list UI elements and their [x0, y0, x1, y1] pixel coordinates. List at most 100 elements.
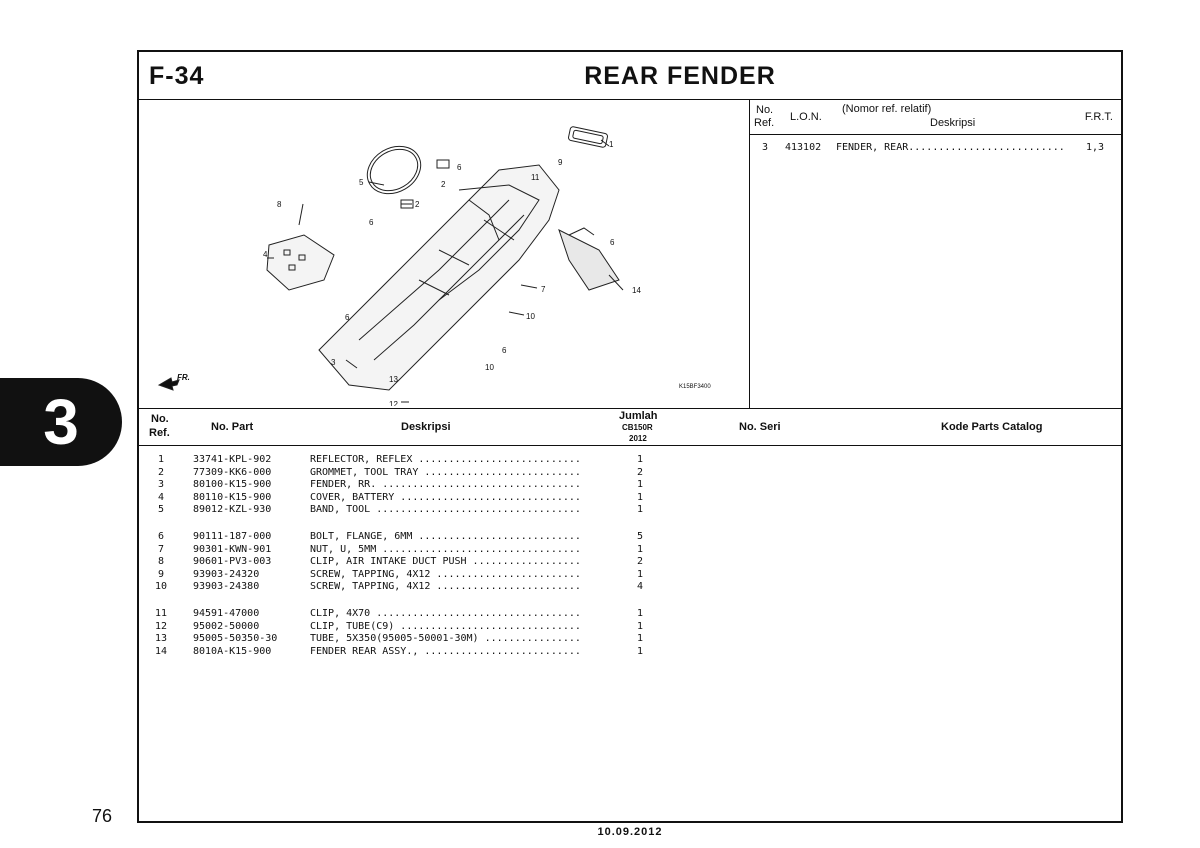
lon-frt-header: F.R.T.: [1084, 111, 1113, 123]
description-cell: CLIP, AIR INTAKE DUCT PUSH .............…: [310, 556, 581, 567]
lon-row-no: 3: [762, 142, 769, 153]
callout-2: 2: [441, 180, 446, 189]
part-number-cell: 90111-187-000: [193, 531, 272, 542]
callout-11: 11: [531, 173, 540, 182]
quantity-cell: 1: [636, 633, 644, 644]
lon-row-lon: 413102: [785, 142, 822, 153]
part-number-cell: 94591-47000: [193, 608, 260, 619]
lon-row-desc: FENDER, REAR..........................: [836, 142, 1065, 153]
quantity-cell: 2: [636, 466, 644, 478]
diagram-code: K15BF3400: [679, 384, 711, 390]
header-model: CB150R: [622, 423, 653, 432]
quantity-cell: 1: [636, 454, 644, 465]
description-cell: NUT, U, 5MM ............................…: [310, 543, 581, 555]
header-desc: Deskripsi: [401, 421, 451, 433]
lon-nomor-header: (Nomor ref. relatif): [842, 103, 932, 115]
callout-2b: 2: [415, 200, 420, 209]
header-no: No.: [151, 413, 169, 425]
ref-cell: 5: [157, 504, 165, 515]
parts-table-header: No. Ref. No. Part Deskripsi Jumlah CB150…: [139, 408, 1121, 446]
callout-14: 14: [632, 286, 641, 295]
part-number-cell: 80100-K15-900: [193, 479, 272, 490]
description-cell: CLIP, 4X70 .............................…: [310, 608, 581, 619]
part-number-cell: 8010A-K15-900: [193, 645, 272, 657]
header-catalog: Kode Parts Catalog: [941, 421, 1043, 433]
callout-12: 12: [389, 400, 398, 406]
page-title: REAR FENDER: [584, 62, 776, 90]
quantity-cell: 2: [636, 556, 644, 567]
callout-6b: 6: [369, 218, 374, 227]
quantity-cell: 1: [636, 620, 644, 632]
quantity-cell: 1: [636, 543, 644, 555]
ref-cell: 7: [157, 543, 165, 555]
header-jumlah: Jumlah: [619, 410, 658, 422]
table-row: 7 90301-KWN-901 NUT, U, 5MM ..............…: [139, 544, 1121, 556]
header-seri: No. Seri: [739, 421, 781, 433]
fr-label: FR.: [177, 373, 190, 382]
part-number-cell: 89012-KZL-930: [193, 504, 272, 515]
quantity-cell: 1: [636, 645, 644, 657]
quantity-cell: 4: [636, 581, 644, 592]
callout-4: 4: [263, 250, 268, 259]
table-row: 14 8010A-K15-900 FENDER REAR ASSY., ......…: [139, 646, 1121, 658]
callout-7: 7: [541, 285, 546, 294]
ref-cell: 2: [157, 466, 165, 478]
lon-row-frt: 1,3: [1086, 142, 1105, 153]
description-cell: FENDER REAR ASSY., .....................…: [310, 645, 581, 657]
callout-5: 5: [359, 178, 364, 187]
lon-desc-header: Deskripsi: [930, 117, 976, 129]
part-number-cell: 93903-24380: [193, 581, 260, 592]
callout-10b: 10: [485, 363, 494, 372]
ref-cell: 9: [157, 568, 165, 580]
table-row: 11 94591-47000 CLIP, 4X70 ................…: [139, 608, 1121, 620]
lon-ref-header: Ref.: [754, 117, 775, 129]
section-code: F-34: [149, 62, 205, 90]
rear-fender-exploded-view: FR. K15BF3400 1 2 2 3 4 5 6 6 6 6 6 7 8 …: [157, 126, 711, 406]
ref-cell: 8: [157, 556, 165, 567]
section-tab: 3: [0, 378, 122, 466]
page-number: 76: [92, 806, 113, 826]
ref-cell: 11: [154, 608, 168, 619]
quantity-cell: 1: [636, 568, 644, 580]
table-row: 5 89012-KZL-930 BAND, TOOL ...............…: [139, 504, 1121, 516]
description-cell: COVER, BATTERY .........................…: [310, 491, 581, 503]
description-cell: SCREW, TAPPING, 4X12 ...................…: [310, 581, 581, 592]
callout-6c: 6: [345, 313, 350, 322]
lon-lon-header: L.O.N.: [790, 111, 822, 123]
part-number-cell: 80110-K15-900: [193, 491, 272, 503]
callout-1: 1: [609, 140, 614, 149]
description-cell: CLIP, TUBE(C9) .........................…: [310, 620, 581, 632]
callout-13: 13: [389, 375, 398, 384]
description-cell: BOLT, FLANGE, 6MM ......................…: [310, 531, 581, 542]
lon-no-header: No.: [756, 104, 774, 116]
ref-cell: 14: [154, 645, 168, 657]
parts-page-frame: F-34 REAR FENDER: [137, 50, 1123, 823]
quantity-cell: 1: [636, 491, 644, 503]
header-year: 2012: [629, 434, 647, 443]
header-ref: Ref.: [149, 427, 170, 439]
ref-cell: 1: [157, 454, 165, 465]
callout-8: 8: [277, 200, 282, 209]
part-number-cell: 95002-50000: [193, 620, 260, 632]
part-number-cell: 95005-50350-30: [193, 633, 278, 644]
description-cell: GROMMET, TOOL TRAY .....................…: [310, 466, 581, 478]
page-header: F-34 REAR FENDER: [139, 52, 1121, 100]
quantity-cell: 5: [636, 531, 644, 542]
lon-table: No. Ref. L.O.N. (Nomor ref. relatif) Des…: [750, 100, 1121, 408]
description-cell: SCREW, TAPPING, 4X12 ...................…: [310, 568, 581, 580]
part-number-cell: 77309-KK6-000: [193, 466, 272, 478]
ref-cell: 3: [157, 479, 165, 490]
description-cell: BAND, TOOL .............................…: [310, 504, 581, 515]
ref-cell: 13: [154, 633, 168, 644]
callout-10a: 10: [526, 312, 535, 321]
part-number-cell: 90301-KWN-901: [193, 543, 272, 555]
description-cell: REFLECTOR, REFLEX ......................…: [310, 454, 581, 465]
